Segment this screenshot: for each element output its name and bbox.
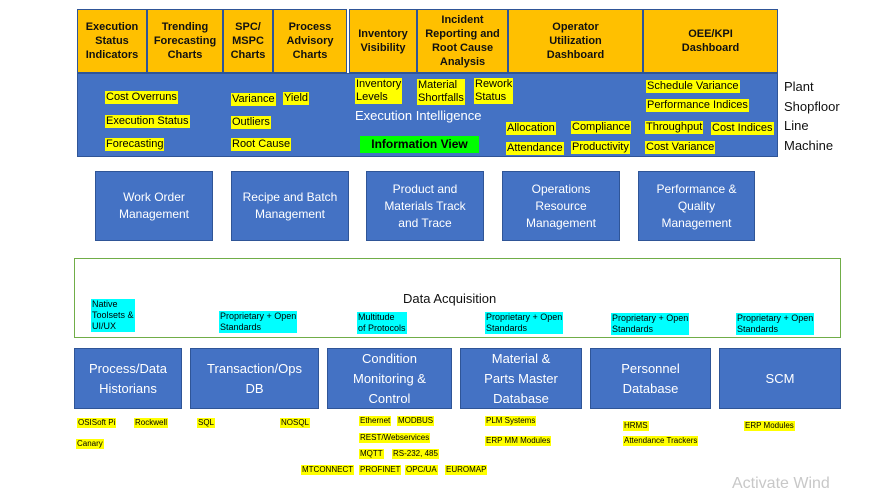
- data-acquisition-title: Data Acquisition: [403, 291, 497, 306]
- scm-box: SCM: [719, 348, 841, 409]
- note-proprietary-open-2: Proprietary + Open Standards: [485, 312, 564, 334]
- track-and-trace-box: Product and Materials Track and Trace: [366, 171, 484, 241]
- tag-rs232-485: RS-232, 485: [392, 449, 439, 459]
- tag-productivity: Productivity: [571, 141, 630, 154]
- operations-resource-management-box: Operations Resource Management: [502, 171, 620, 241]
- data-acquisition-box: [74, 258, 841, 338]
- condition-monitoring-control-box: Condition Monitoring & Control: [327, 348, 452, 409]
- tag-rework-status: Rework Status: [474, 78, 514, 104]
- recipe-batch-management-box: Recipe and Batch Management: [231, 171, 349, 241]
- incident-reporting-box: Incident Reporting and Root Cause Analys…: [417, 9, 508, 73]
- tag-yield: Yield: [283, 92, 310, 105]
- tag-performance-indices: Performance Indices: [646, 99, 749, 112]
- note-multitude-protocols: Multitude of Protocols: [357, 312, 407, 334]
- execution-intelligence-title: Execution Intelligence: [355, 108, 482, 123]
- tag-root-cause: Root Cause: [231, 138, 292, 151]
- tag-outliers: Outliers: [231, 116, 271, 129]
- tag-canary: Canary: [76, 439, 104, 449]
- operator-utilization-dashboard-box: Operator Utilization Dashboard: [508, 9, 643, 73]
- material-parts-master-db-box: Material & Parts Master Database: [460, 348, 582, 409]
- tag-throughput: Throughput: [645, 121, 704, 134]
- tag-sql: SQL: [197, 418, 216, 428]
- side-label-machine: Machine: [784, 138, 834, 153]
- tag-attendance-trackers: Attendance Trackers: [623, 436, 699, 446]
- note-proprietary-open-1: Proprietary + Open Standards: [219, 311, 298, 333]
- transaction-ops-db-box: Transaction/Ops DB: [190, 348, 319, 409]
- tag-rest-webservices: REST/Webservices: [359, 433, 431, 443]
- tag-allocation: Allocation: [506, 122, 556, 135]
- tag-material-shortfalls: Material Shortfalls: [417, 79, 465, 105]
- tag-variance: Variance: [231, 93, 276, 106]
- spc-mspc-charts-box: SPC/ MSPC Charts: [223, 9, 273, 73]
- process-advisory-charts-box: Process Advisory Charts: [273, 9, 347, 73]
- tag-execution-status: Execution Status: [105, 115, 190, 128]
- work-order-management-box: Work Order Management: [95, 171, 213, 241]
- execution-status-indicators-box: Execution Status Indicators: [77, 9, 147, 73]
- tag-erp-modules: ERP Modules: [744, 421, 795, 431]
- tag-cost-overruns: Cost Overruns: [105, 91, 178, 104]
- tag-euromap: EUROMAP: [445, 465, 488, 475]
- activate-windows-watermark: Activate Wind: [732, 475, 830, 492]
- tag-erp-mm-modules: ERP MM Modules: [485, 436, 552, 446]
- tag-profinet: PROFINET: [359, 465, 402, 475]
- side-label-shopfloor: Shopfloor: [784, 99, 840, 114]
- tag-attendance: Attendance: [506, 142, 564, 155]
- inventory-visibility-box: Inventory Visibility: [349, 9, 417, 73]
- performance-quality-management-box: Performance & Quality Management: [638, 171, 755, 241]
- tag-mtconnect: MTCONNECT: [301, 465, 355, 475]
- tag-cost-variance: Cost Variance: [645, 141, 716, 154]
- tag-rockwell: Rockwell: [134, 418, 169, 428]
- oee-kpi-dashboard-box: OEE/KPI Dashboard: [643, 9, 778, 73]
- tag-forecasting: Forecasting: [105, 138, 165, 151]
- trending-forecasting-charts-box: Trending Forecasting Charts: [147, 9, 223, 73]
- personnel-database-box: Personnel Database: [590, 348, 711, 409]
- tag-cost-indices: Cost Indices: [711, 122, 774, 135]
- tag-opc-ua: OPC/UA: [405, 465, 438, 475]
- tag-mqtt: MQTT: [359, 449, 384, 459]
- note-native-toolsets: Native Toolsets & UI/UX: [91, 299, 135, 332]
- note-proprietary-open-4: Proprietary + Open Standards: [736, 313, 815, 335]
- side-label-plant: Plant: [784, 79, 814, 94]
- tag-ethernet: Ethernet: [359, 416, 392, 426]
- tag-hrms: HRMS: [623, 421, 649, 431]
- note-proprietary-open-3: Proprietary + Open Standards: [611, 313, 690, 335]
- information-view-label: Information View: [360, 136, 479, 153]
- tag-compliance: Compliance: [571, 121, 632, 134]
- tag-schedule-variance: Schedule Variance: [646, 80, 740, 93]
- side-label-line: Line: [784, 118, 809, 133]
- tag-modbus: MODBUS: [397, 416, 435, 426]
- tag-nosql: NOSQL: [280, 418, 311, 428]
- tag-osisoft-pi: OSISoft Pi: [77, 418, 117, 428]
- tag-plm-systems: PLM Systems: [485, 416, 537, 426]
- process-data-historians-box: Process/Data Historians: [74, 348, 182, 409]
- tag-inventory-levels: Inventory Levels: [355, 78, 403, 104]
